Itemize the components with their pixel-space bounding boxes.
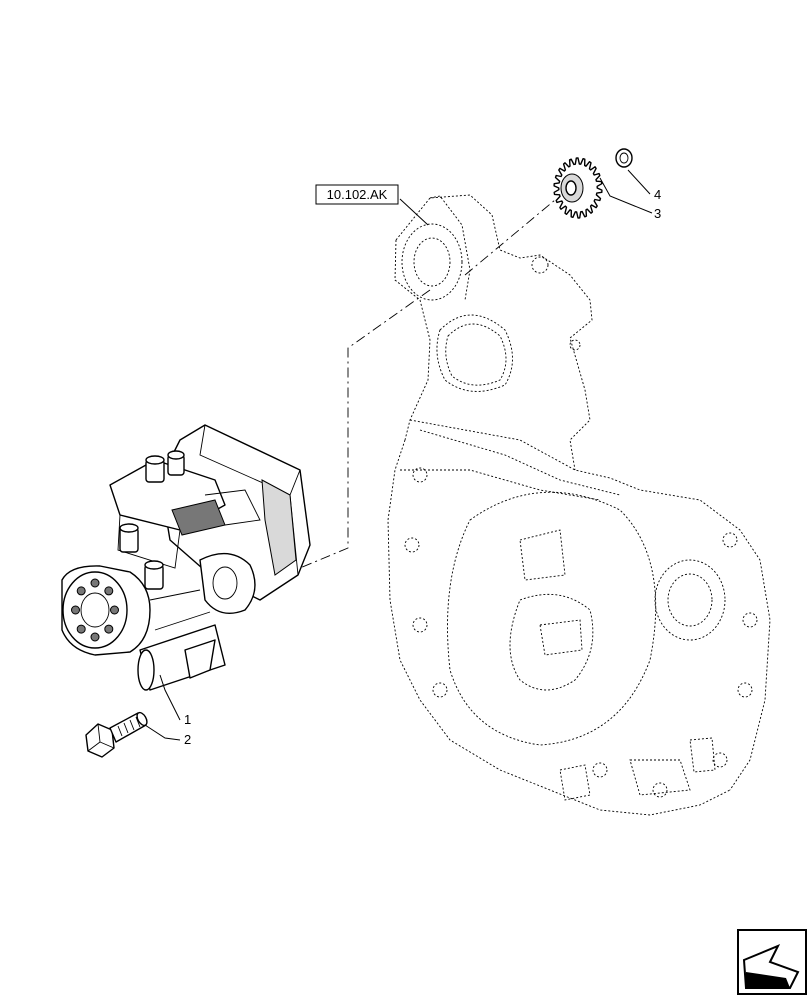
reference-box-text: 10.102.AK [327, 187, 388, 202]
callout-label-4: 4 [654, 187, 661, 202]
assembly-center-lines [299, 199, 556, 569]
leader-lines [144, 169, 653, 741]
next-page-arrow-icon[interactable] [737, 929, 807, 995]
gear-part-3 [553, 157, 603, 219]
engine-front-housing [387, 194, 771, 816]
fuel-pump-part-1 [61, 424, 311, 691]
reference-box[interactable]: 10.102.AK [315, 184, 399, 205]
bolt-part-2 [85, 711, 148, 758]
callout-label-1: 1 [184, 712, 191, 727]
washer-part-4 [615, 148, 633, 168]
callout-label-3: 3 [654, 206, 661, 221]
callout-label-2: 2 [184, 732, 191, 747]
